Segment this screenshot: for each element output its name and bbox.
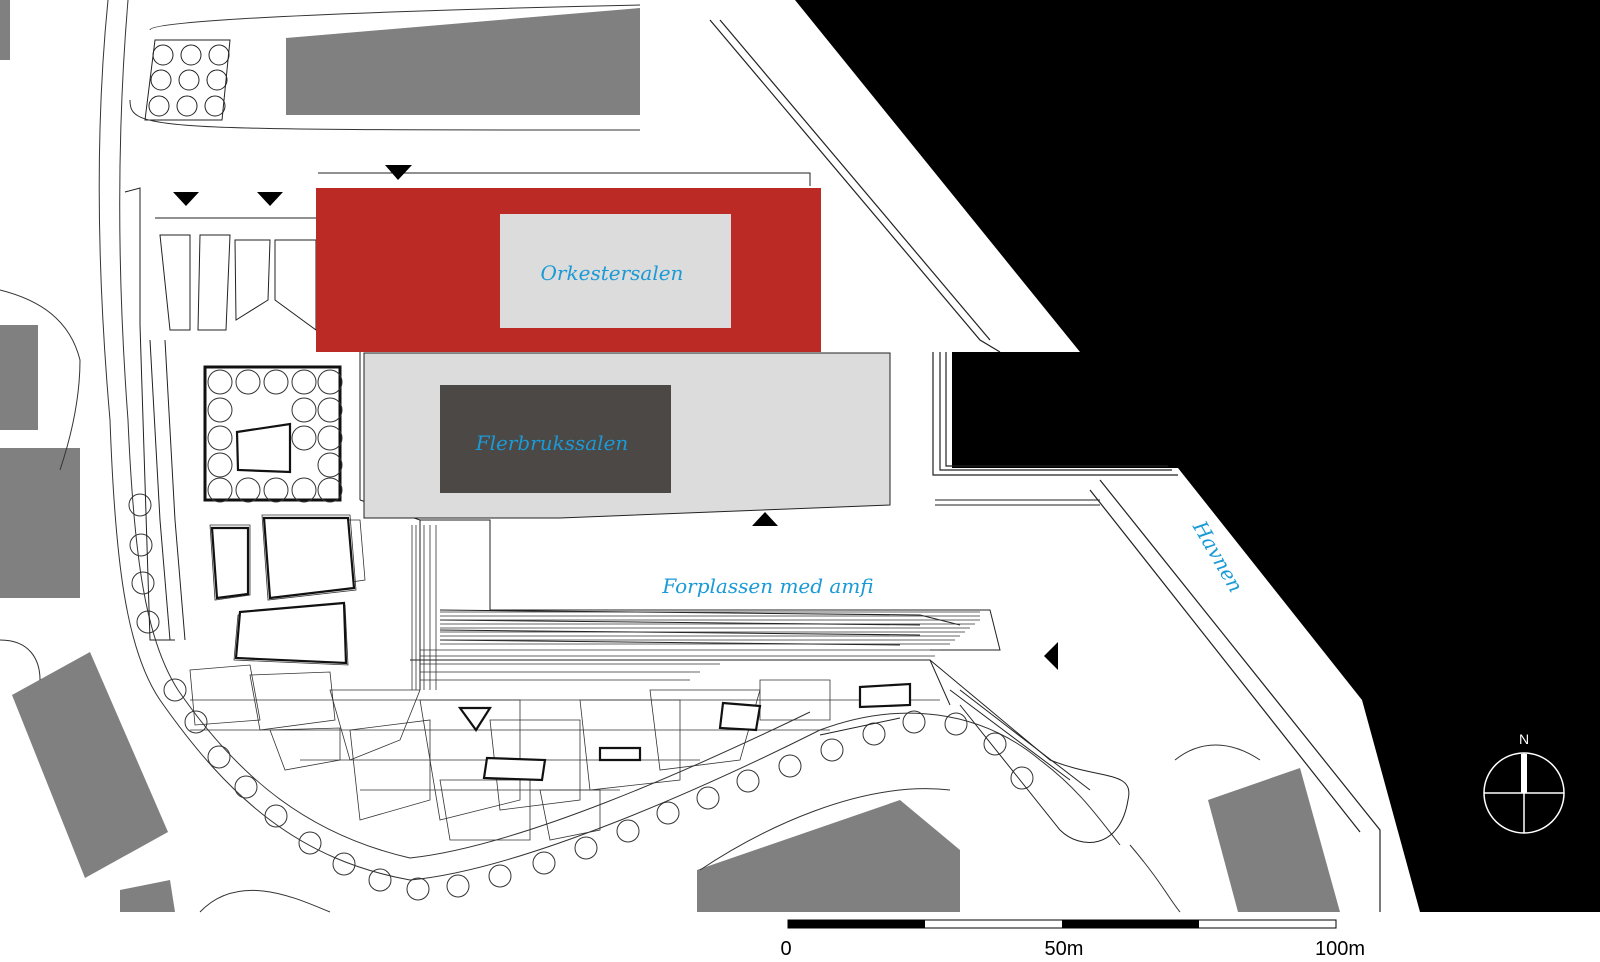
compass-rose: N xyxy=(1483,731,1565,834)
building-south xyxy=(697,800,960,912)
tree-grid-north xyxy=(144,39,231,121)
label-orchestra-hall: Orkestersalen xyxy=(541,261,684,285)
label-multipurpose-hall: Flerbrukssalen xyxy=(475,431,629,455)
entrance-arrow-1 xyxy=(173,192,199,206)
scale-bar: 0 50m 100m xyxy=(780,919,1365,960)
entrance-arrow-2 xyxy=(257,192,283,206)
scale-bar-segment-1 xyxy=(788,920,925,928)
orchestra-hall-inner xyxy=(500,214,731,328)
courtyard xyxy=(203,365,343,503)
entrance-arrow-3 xyxy=(385,165,412,180)
surrounding-buildings xyxy=(0,0,1340,912)
building-west-1 xyxy=(0,325,38,430)
compass-needle xyxy=(1521,754,1527,793)
building-northwest-corner xyxy=(0,0,10,60)
scale-label-100m: 100m xyxy=(1315,938,1365,960)
scale-bar-segment-3 xyxy=(1062,920,1199,928)
paving-area xyxy=(189,514,940,841)
scale-label-50m: 50m xyxy=(1045,938,1084,960)
street-trees xyxy=(128,493,1034,901)
entrance-arrows xyxy=(173,165,1058,670)
quay-edge-lines xyxy=(709,19,1381,912)
entrance-arrow-5 xyxy=(1044,642,1058,670)
compass-north-label: N xyxy=(1519,731,1529,747)
building-southwest xyxy=(12,652,168,878)
label-forecourt: Forplassen med amfi xyxy=(661,574,873,598)
building-north xyxy=(286,8,640,115)
harbour-water xyxy=(795,0,1600,912)
amphitheater-steps xyxy=(411,525,980,690)
road-lines xyxy=(0,0,1261,913)
building-southwest-2 xyxy=(120,880,175,912)
multipurpose-hall-inner xyxy=(440,385,671,493)
scale-label-0: 0 xyxy=(780,938,791,960)
entrance-arrow-4 xyxy=(752,512,778,526)
building-footprint-lines xyxy=(124,172,1130,843)
building-west-2 xyxy=(0,448,80,598)
building-southeast xyxy=(1208,768,1340,912)
